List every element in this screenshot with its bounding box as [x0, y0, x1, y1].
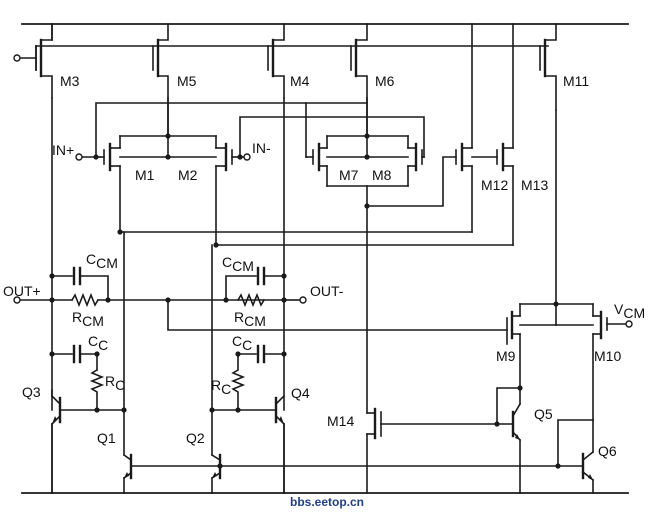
label-m5: M5	[177, 73, 197, 89]
bipolar-base-line	[130, 463, 584, 469]
ground-connections	[51, 423, 285, 494]
label-m3: M3	[60, 73, 80, 89]
label-v-cm: VCM	[614, 301, 645, 321]
label-q5: Q5	[534, 406, 553, 422]
cmfb-amp-m9-m10: M9 M10 VCM	[496, 109, 645, 421]
label-m2: M2	[178, 167, 198, 183]
diff-pair-m1-m2: M1 M2	[99, 97, 241, 246]
label-m1: M1	[135, 167, 155, 183]
label-m9: M9	[496, 348, 516, 364]
transistor-m12: M12	[366, 23, 508, 233]
transistor-m4: M4	[271, 23, 310, 99]
cmfb-pair-m7-m8: M7 M8	[305, 97, 425, 209]
label-in-minus: IN-	[252, 140, 271, 156]
left-output-branch: OUT+ CCM RCM CC RC	[3, 97, 287, 413]
label-m12: M12	[481, 177, 508, 193]
input-terminals: IN+ IN-	[52, 140, 271, 161]
label-c-c-left: CC	[88, 333, 108, 353]
right-output-branch: OUT- CCM RCM CC RC	[209, 97, 344, 456]
bias-gate-line	[13, 45, 549, 71]
label-m13: M13	[521, 177, 548, 193]
transistor-q4: Q4	[274, 385, 310, 494]
transistor-q6: Q6	[557, 419, 617, 494]
label-r-c-left: RC	[105, 373, 125, 393]
label-m14: M14	[327, 413, 354, 429]
transistor-q1: Q1	[97, 430, 133, 494]
label-q4: Q4	[291, 385, 310, 401]
cmfb-sense-line	[165, 297, 508, 331]
transistor-q2: Q2	[186, 430, 222, 494]
transistor-m3: M3	[35, 23, 80, 99]
label-r-cm-right: RCM	[234, 309, 266, 329]
label-m8: M8	[372, 167, 392, 183]
label-m7: M7	[339, 167, 359, 183]
label-q2: Q2	[186, 430, 205, 446]
label-out-plus: OUT+	[3, 283, 41, 299]
label-r-c-right: RC	[211, 377, 231, 397]
label-out-minus: OUT-	[310, 283, 344, 299]
label-q3: Q3	[22, 384, 41, 400]
label-r-cm-left: RCM	[72, 309, 104, 329]
input-feedback-wiring	[95, 102, 425, 158]
label-m11: M11	[563, 73, 589, 89]
label-c-cm-left: CCM	[86, 251, 118, 271]
transistor-m13: M13	[471, 23, 548, 246]
label-in-plus: IN+	[52, 142, 74, 158]
transistor-m5: M5	[156, 23, 197, 137]
label-m6: M6	[375, 73, 395, 89]
transistor-q5: Q5	[496, 385, 553, 494]
watermark-text: bbs.eetop.cn	[290, 495, 364, 509]
label-q1: Q1	[97, 430, 116, 446]
label-m4: M4	[290, 73, 310, 89]
label-q6: Q6	[598, 443, 617, 459]
transistor-m14: M14	[327, 205, 500, 494]
label-c-cm-right: CCM	[222, 254, 254, 274]
transistor-m6: M6	[354, 23, 395, 137]
label-c-c-right: CC	[232, 333, 252, 353]
transistor-m11: M11	[543, 23, 589, 111]
label-m10: M10	[594, 348, 621, 364]
output-node-wiring	[117, 229, 514, 248]
